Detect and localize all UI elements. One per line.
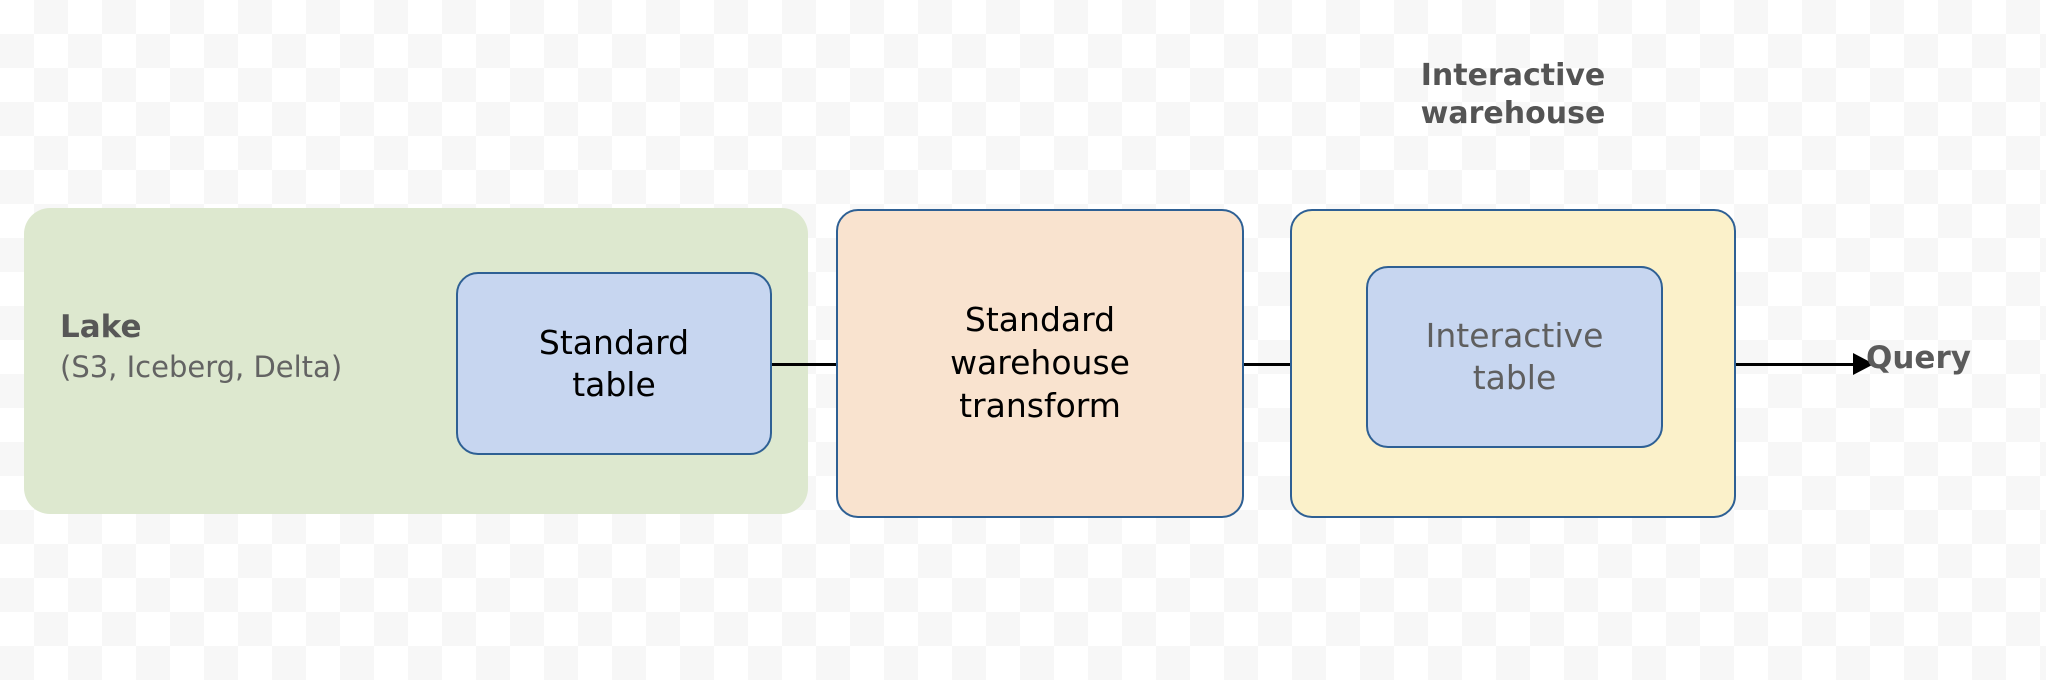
lake-subtitle: (S3, Iceberg, Delta) [60,349,343,384]
warehouse-transform-label-line3: transform [959,385,1121,425]
edge-line [1736,363,1856,366]
warehouse-transform-label: Standard warehouse transform [950,299,1130,428]
interactive-warehouse-label: Interactive warehouse [1290,57,1736,133]
lake-label: Lake (S3, Iceberg, Delta) [60,307,460,386]
interactive-table-label-line2: table [1472,358,1557,397]
interactive-table-label: Interactive table [1426,315,1604,399]
standard-table-label-line1: Standard [538,322,690,362]
interactive-table-label-line1: Interactive [1425,316,1604,356]
warehouse-transform-label-line1: Standard [964,300,1116,340]
interactive-warehouse-label-line1: Interactive [1420,58,1606,93]
warehouse-transform-node[interactable]: Standard warehouse transform [836,209,1244,518]
standard-table-label: Standard table [539,322,689,406]
lake-title: Lake [60,309,142,345]
interactive-table-node[interactable]: Interactive table [1366,266,1663,448]
standard-table-label-line2: table [572,364,656,404]
standard-table-node[interactable]: Standard table [456,272,772,455]
interactive-warehouse-label-line2: warehouse [1420,95,1606,131]
warehouse-transform-label-line2: warehouse [950,343,1130,383]
query-label: Query [1866,340,1971,376]
